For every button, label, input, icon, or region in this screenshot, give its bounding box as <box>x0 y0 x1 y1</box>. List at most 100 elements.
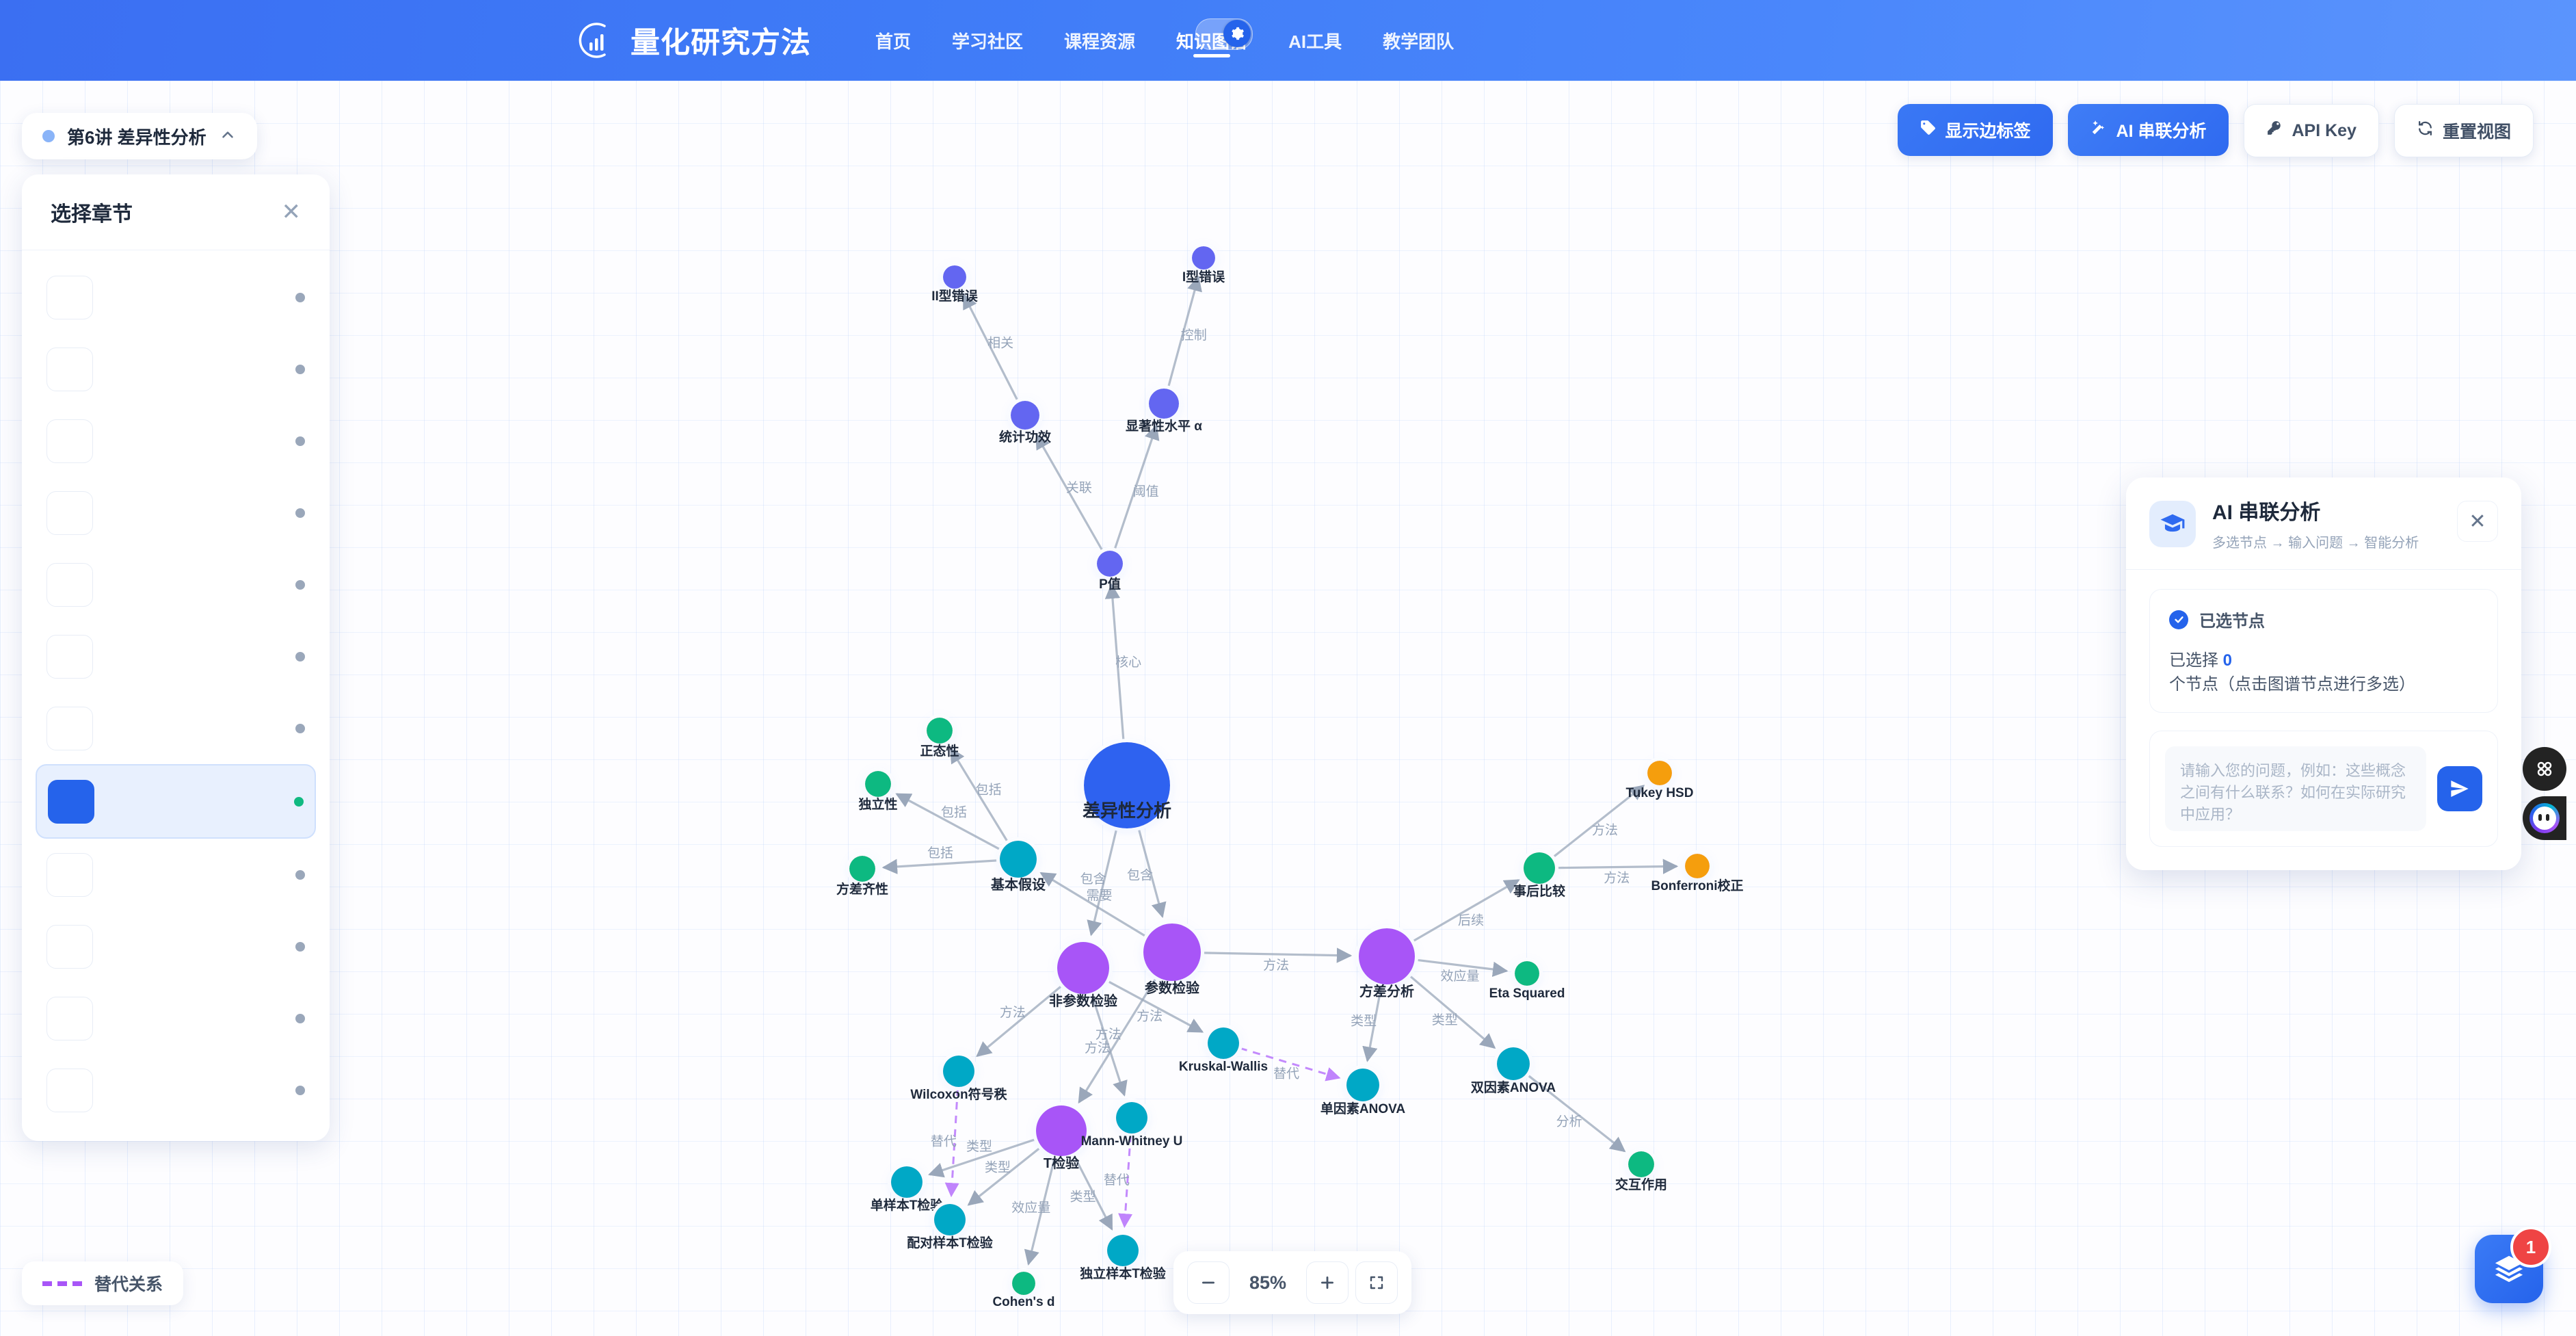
node-circle[interactable] <box>1524 852 1555 884</box>
graph-node[interactable]: I型错误 <box>1182 243 1225 285</box>
chapter-text <box>111 655 278 658</box>
node-circle[interactable] <box>1000 841 1037 878</box>
node-circle[interactable] <box>1192 246 1215 270</box>
node-circle[interactable] <box>1346 1069 1379 1101</box>
chapter-selector-pill[interactable]: 第6讲 差异性分析 <box>22 113 257 159</box>
zoom-in-button[interactable] <box>1306 1261 1349 1304</box>
graph-node[interactable]: 非参数检验 <box>1049 939 1117 1009</box>
close-icon[interactable]: ✕ <box>281 199 302 225</box>
nav-link-community[interactable]: 学习社区 <box>952 31 1024 52</box>
graph-node[interactable]: 方差齐性 <box>836 852 888 897</box>
graph-node[interactable]: 交互作用 <box>1615 1148 1667 1192</box>
node-circle[interactable] <box>891 1166 922 1198</box>
nav-link-team[interactable]: 教学团队 <box>1383 31 1455 52</box>
node-circle[interactable] <box>1084 742 1170 828</box>
chapter-item[interactable] <box>36 333 316 405</box>
graph-node[interactable]: 差异性分析 <box>1080 739 1173 832</box>
node-label: 基本假设 <box>991 876 1046 893</box>
api-key-button[interactable]: API Key <box>2243 104 2379 157</box>
graph-node[interactable]: 独立性 <box>858 768 898 812</box>
graph-node[interactable]: 单因素ANOVA <box>1320 1065 1405 1116</box>
chapter-item[interactable] <box>36 692 316 764</box>
node-circle[interactable] <box>1359 928 1415 984</box>
node-circle[interactable] <box>1149 389 1179 419</box>
node-circle[interactable] <box>1116 1102 1147 1134</box>
show-edge-labels-button[interactable]: 显示边标签 <box>1897 104 2053 156</box>
node-circle[interactable] <box>1036 1105 1087 1156</box>
graph-node[interactable]: Tukey HSD <box>1626 757 1694 800</box>
chapter-item[interactable] <box>36 911 316 982</box>
chapter-item[interactable] <box>36 764 316 839</box>
graph-node[interactable]: 统计功效 <box>999 397 1051 445</box>
edge-label: 方法 <box>1085 1040 1111 1056</box>
node-circle[interactable] <box>865 771 891 797</box>
graph-node[interactable]: P值 <box>1093 547 1126 592</box>
graph-node[interactable]: Cohen's d <box>992 1268 1055 1309</box>
graduation-cap-icon <box>2149 501 2196 547</box>
graph-node[interactable]: 参数检验 <box>1140 920 1204 996</box>
edge-label: 分析 <box>1556 1114 1582 1129</box>
chapter-item[interactable] <box>36 405 316 477</box>
graph-node[interactable]: 显著性水平 α <box>1126 385 1202 434</box>
apps-grid-button[interactable] <box>2523 747 2566 791</box>
graph-node[interactable]: 独立样本T检验 <box>1080 1231 1167 1281</box>
assistant-button[interactable] <box>2523 796 2566 840</box>
chapter-item[interactable] <box>36 549 316 620</box>
zoom-out-button[interactable] <box>1187 1261 1230 1304</box>
chapter-panel-header: 选择章节 ✕ <box>22 174 330 250</box>
layers-fab-button[interactable]: 1 <box>2475 1227 2551 1303</box>
chapter-item[interactable] <box>36 839 316 911</box>
graph-node[interactable]: 单样本T检验 <box>871 1163 944 1213</box>
node-circle[interactable] <box>1497 1047 1530 1080</box>
settings-toggle[interactable] <box>1195 18 1253 50</box>
graph-node[interactable]: 方差分析 <box>1355 925 1418 999</box>
nav-link-home[interactable]: 首页 <box>875 31 912 52</box>
node-circle[interactable] <box>1107 1235 1139 1266</box>
node-circle[interactable] <box>943 265 966 289</box>
graph-node[interactable]: T检验 <box>1033 1102 1090 1171</box>
node-circle[interactable] <box>1057 942 1109 994</box>
nodes-layer[interactable]: 差异性分析 II型错误 I型错误统计功效 显著性水平 α P值正态性独立性方差齐性基本假… <box>836 243 1744 1309</box>
graph-node[interactable]: 配对样本T检验 <box>907 1201 994 1250</box>
node-circle[interactable] <box>1685 854 1710 878</box>
graph-node[interactable]: Eta Squared <box>1489 958 1565 1001</box>
graph-node[interactable]: Mann-Whitney U <box>1081 1099 1183 1149</box>
graph-node[interactable]: 基本假设 <box>991 837 1046 893</box>
node-circle[interactable] <box>1012 1272 1035 1295</box>
send-button[interactable] <box>2437 766 2482 811</box>
graph-svg[interactable]: 相关控制关联阈值核心包括包括包括包含包含需要方法方法方法方法方法类型类型类型效应… <box>0 81 2576 1336</box>
graph-node[interactable]: Bonferroni校正 <box>1651 850 1744 893</box>
node-circle[interactable] <box>1143 924 1201 981</box>
ai-chain-analysis-button[interactable]: AI 串联分析 <box>2067 104 2229 156</box>
chapter-item[interactable] <box>36 261 316 333</box>
graph-edge <box>1167 275 1202 389</box>
close-icon[interactable]: ✕ <box>2457 501 2498 542</box>
graph-node[interactable]: II型错误 <box>931 262 979 304</box>
ai-question-input[interactable] <box>2165 746 2426 831</box>
chapter-number <box>47 419 93 463</box>
chapter-item[interactable] <box>36 1054 316 1126</box>
node-circle[interactable] <box>849 856 875 882</box>
fullscreen-button[interactable] <box>1355 1261 1398 1304</box>
nav-link-resources[interactable]: 课程资源 <box>1064 31 1136 52</box>
node-circle[interactable] <box>934 1204 966 1235</box>
graph-node[interactable]: 正态性 <box>920 714 959 759</box>
node-circle[interactable] <box>943 1056 974 1087</box>
chapter-item[interactable] <box>36 477 316 549</box>
node-circle[interactable] <box>1208 1027 1239 1059</box>
node-circle[interactable] <box>1628 1151 1654 1177</box>
chapter-item[interactable] <box>36 982 316 1054</box>
node-circle[interactable] <box>1515 961 1539 986</box>
node-circle[interactable] <box>927 718 953 744</box>
node-circle[interactable] <box>1011 401 1039 430</box>
graph-node[interactable]: Kruskal-Wallis <box>1179 1024 1268 1074</box>
graph-node[interactable]: 双因素ANOVA <box>1471 1044 1556 1095</box>
chapter-item[interactable] <box>36 620 316 692</box>
graph-node[interactable]: Wilcoxon符号秩 <box>910 1052 1008 1102</box>
nav-link-ai-tools[interactable]: AI工具 <box>1288 31 1342 52</box>
node-circle[interactable] <box>1647 761 1672 785</box>
brand[interactable]: 量化研究方法 <box>573 19 811 62</box>
reset-view-button[interactable]: 重置视图 <box>2393 104 2534 157</box>
graph-node[interactable]: 事后比较 <box>1513 849 1565 899</box>
node-circle[interactable] <box>1097 551 1123 577</box>
